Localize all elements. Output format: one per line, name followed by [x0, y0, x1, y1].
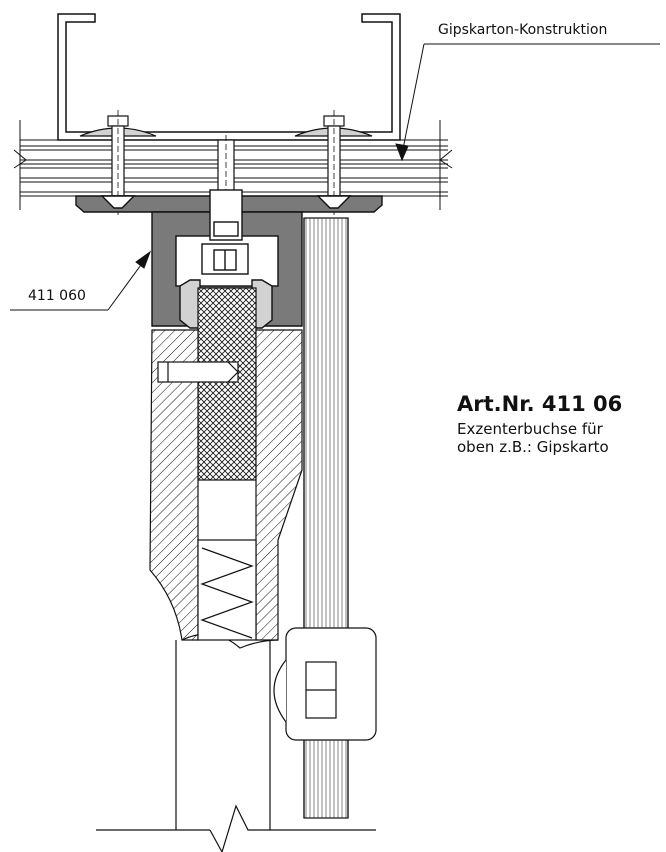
product-description-line1: Exzenterbuchse für — [457, 420, 603, 438]
leader-411060 — [10, 250, 152, 311]
side-roller — [273, 627, 377, 741]
inner-shaft — [197, 287, 257, 481]
eccentric-bushing — [151, 189, 303, 329]
door-profile-section — [149, 329, 303, 649]
frame-lines — [96, 640, 376, 852]
label-part-number-callout: 411 060 — [28, 288, 86, 304]
screw-right — [294, 110, 373, 215]
product-description-line2: oben z.B.: Gipskarto — [457, 438, 609, 456]
product-article-number: Art.Nr. 411 06 — [457, 392, 623, 416]
set-screw — [157, 361, 239, 383]
leader-construction — [395, 43, 660, 162]
label-gipskarton-konstruktion: Gipskarton-Konstruktion — [438, 22, 608, 38]
